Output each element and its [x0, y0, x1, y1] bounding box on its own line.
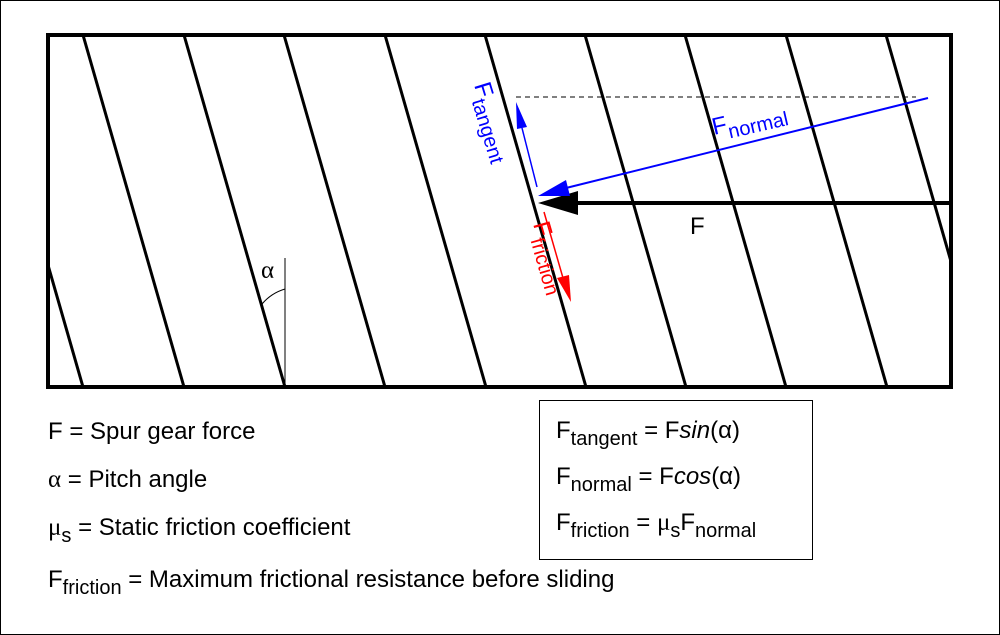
- formula-normal: Fnormal = Fcos(α): [556, 463, 742, 496]
- tooth-line: [48, 259, 85, 387]
- tangent-force-arrow: [516, 102, 538, 188]
- formula-box: Ftangent = Fsin(α) Fnormal = Fcos(α) Ffr…: [539, 400, 813, 560]
- tooth-line: [182, 35, 287, 387]
- tooth-line: [383, 35, 488, 387]
- force-arrow: [538, 191, 951, 215]
- tooth-line: [784, 35, 889, 387]
- tooth-line: [884, 35, 951, 267]
- tooth-line: [282, 35, 387, 387]
- normal-force-label: Fnormal: [709, 97, 790, 146]
- tooth-line: [683, 35, 788, 387]
- legend-pitch-angle: α = Pitch angle: [48, 466, 208, 493]
- gear-teeth: [48, 35, 951, 387]
- legend-force: F = Spur gear force: [48, 418, 256, 445]
- legend-friction-force: Ffriction = Maximum frictional resistanc…: [48, 566, 615, 599]
- tooth-line: [583, 35, 688, 387]
- legend-friction-coefficient: μs = Static friction coefficient: [48, 514, 351, 547]
- rack-border: [46, 33, 953, 389]
- angle-arc: [261, 288, 286, 305]
- friction-force-arrow: [543, 211, 571, 302]
- force-label: F: [690, 213, 705, 240]
- angle-label: α: [261, 257, 274, 284]
- formula-friction: Ffriction = μsFnormal: [556, 509, 757, 542]
- normal-force-arrow: [538, 97, 929, 196]
- formula-tangent: Ftangent = Fsin(α): [556, 417, 740, 450]
- tooth-line: [81, 35, 186, 387]
- tooth-line: [483, 35, 588, 387]
